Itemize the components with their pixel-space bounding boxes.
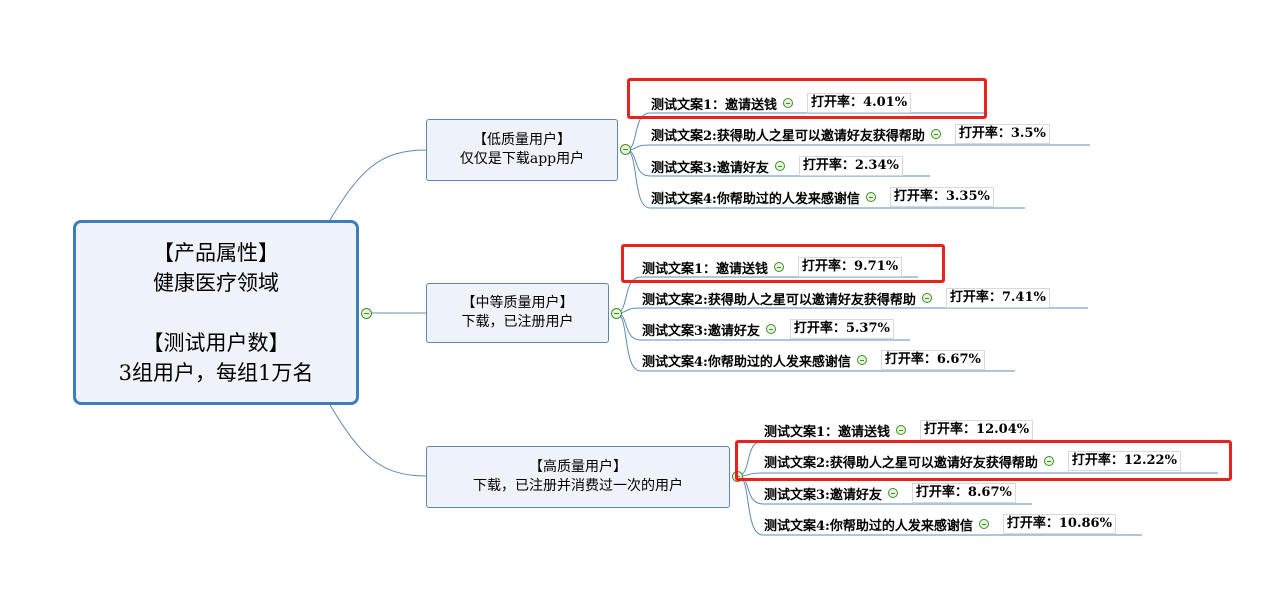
leaf-collapse-icon[interactable] xyxy=(774,161,785,171)
open-rate-label: 打开率：12.22% xyxy=(1067,451,1181,471)
root-product-domain: 健康医疗领域 xyxy=(153,270,279,295)
leaf-collapse-icon[interactable] xyxy=(783,98,794,108)
connector-root-high xyxy=(329,404,427,477)
leaf-collapse-icon[interactable] xyxy=(887,488,898,498)
open-rate-label: 打开率：12.04% xyxy=(920,420,1034,440)
highlight-box-low-1 xyxy=(627,78,987,119)
open-rate-label: 打开率：9.71% xyxy=(798,257,903,277)
leaf-mid-3[interactable]: 测试文案3:邀请好友 打开率：5.37% xyxy=(638,318,894,340)
leaf-collapse-icon[interactable] xyxy=(978,519,989,529)
leaf-collapse-icon[interactable] xyxy=(930,129,941,139)
leaf-high-4[interactable]: 测试文案4:你帮助过的人发来感谢信 打开率：10.86% xyxy=(760,513,1116,535)
leaf-text: 测试文案2:获得助人之星可以邀请好友获得帮助 xyxy=(651,128,925,144)
open-rate-label: 打开率：2.34% xyxy=(798,156,903,176)
leaf-collapse-icon[interactable] xyxy=(765,324,776,334)
leaf-collapse-icon[interactable] xyxy=(856,355,867,365)
root-collapse-icon[interactable] xyxy=(361,308,372,319)
group-mid-quality[interactable]: 【中等质量用户】 下载，已注册用户 xyxy=(426,283,609,343)
group-low-collapse-icon[interactable] xyxy=(620,144,631,155)
leaf-mid-1[interactable]: 测试文案1：邀请送钱 打开率：9.71% xyxy=(638,256,903,278)
group-subtitle: 仅仅是下载app用户 xyxy=(459,151,585,167)
open-rate-label: 打开率：5.37% xyxy=(789,319,894,339)
leaf-text: 测试文案3:邀请好友 xyxy=(651,160,769,176)
open-rate-label: 打开率：10.86% xyxy=(1002,514,1116,534)
leaf-high-3[interactable]: 测试文案3:邀请好友 打开率：8.67% xyxy=(760,482,1016,504)
highlight-box-mid-1 xyxy=(621,244,945,283)
group-title: 【中等质量用户】 xyxy=(461,295,574,311)
leaf-text: 测试文案3:邀请好友 xyxy=(764,487,882,503)
root-title-product: 【产品属性】 xyxy=(153,240,279,265)
open-rate-label: 打开率：3.5% xyxy=(954,124,1050,144)
open-rate-label: 打开率：6.67% xyxy=(880,350,985,370)
open-rate-label: 打开率：7.41% xyxy=(945,288,1050,308)
leaf-text: 测试文案2:获得助人之星可以邀请好友获得帮助 xyxy=(764,455,1038,471)
leaf-text: 测试文案1：邀请送钱 xyxy=(764,424,891,440)
leaf-text: 测试文案1：邀请送钱 xyxy=(651,97,778,113)
leaf-text: 测试文案4:你帮助过的人发来感谢信 xyxy=(651,191,860,207)
group-subtitle: 下载，已注册并消费过一次的用户 xyxy=(473,478,683,494)
leaf-collapse-icon[interactable] xyxy=(921,293,932,303)
root-topic[interactable]: 【产品属性】 健康医疗领域 【测试用户数】 3组用户，每组1万名 xyxy=(73,220,359,405)
root-title-users: 【测试用户数】 xyxy=(142,330,290,355)
leaf-collapse-icon[interactable] xyxy=(865,192,876,202)
leaf-collapse-icon[interactable] xyxy=(896,425,907,435)
leaf-collapse-icon[interactable] xyxy=(774,262,785,272)
leaf-text: 测试文案1：邀请送钱 xyxy=(642,261,769,277)
leaf-text: 测试文案4:你帮助过的人发来感谢信 xyxy=(642,354,851,370)
connector-root-low xyxy=(329,149,427,221)
group-title: 【高质量用户】 xyxy=(529,459,627,475)
open-rate-label: 打开率：8.67% xyxy=(911,483,1016,503)
leaf-text: 测试文案2:获得助人之星可以邀请好友获得帮助 xyxy=(642,292,916,308)
group-low-quality[interactable]: 【低质量用户】 仅仅是下载app用户 xyxy=(426,119,618,181)
group-mid-collapse-icon[interactable] xyxy=(611,308,622,319)
highlight-box-high-2 xyxy=(735,440,1232,481)
leaf-low-4[interactable]: 测试文案4:你帮助过的人发来感谢信 打开率：3.35% xyxy=(647,186,994,208)
leaf-collapse-icon[interactable] xyxy=(1043,456,1054,466)
open-rate-label: 打开率：4.01% xyxy=(807,93,912,113)
open-rate-label: 打开率：3.35% xyxy=(889,187,994,207)
leaf-mid-4[interactable]: 测试文案4:你帮助过的人发来感谢信 打开率：6.67% xyxy=(638,349,985,371)
leaf-high-2[interactable]: 测试文案2:获得助人之星可以邀请好友获得帮助 打开率：12.22% xyxy=(760,450,1181,472)
leaf-mid-2[interactable]: 测试文案2:获得助人之星可以邀请好友获得帮助 打开率：7.41% xyxy=(638,287,1050,309)
leaf-low-1[interactable]: 测试文案1：邀请送钱 打开率：4.01% xyxy=(647,92,912,114)
leaf-high-1[interactable]: 测试文案1：邀请送钱 打开率：12.04% xyxy=(760,419,1034,441)
group-title: 【低质量用户】 xyxy=(473,132,571,148)
leaf-text: 测试文案4:你帮助过的人发来感谢信 xyxy=(764,518,973,534)
leaf-text: 测试文案3:邀请好友 xyxy=(642,323,760,339)
root-user-count: 3组用户，每组1万名 xyxy=(118,360,314,385)
group-high-quality[interactable]: 【高质量用户】 下载，已注册并消费过一次的用户 xyxy=(426,446,730,508)
group-subtitle: 下载，已注册用户 xyxy=(461,314,574,330)
leaf-low-2[interactable]: 测试文案2:获得助人之星可以邀请好友获得帮助 打开率：3.5% xyxy=(647,123,1050,145)
leaf-low-3[interactable]: 测试文案3:邀请好友 打开率：2.34% xyxy=(647,155,903,177)
